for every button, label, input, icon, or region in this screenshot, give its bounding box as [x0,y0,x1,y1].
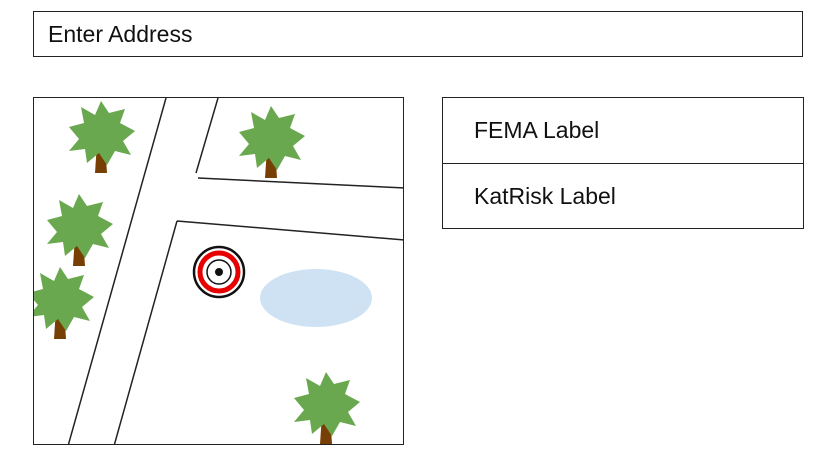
road-edge-upper [195,98,219,174]
tree-icon [239,106,305,178]
tree-icon [69,101,135,173]
tree-icon [34,267,94,339]
labels-panel: FEMA Label KatRisk Label [442,97,804,229]
address-input[interactable] [48,20,802,48]
tree-icon [294,372,360,444]
tree-icon [47,194,113,266]
location-pin-icon[interactable] [192,245,246,299]
road-edge-right [113,220,178,444]
pond-icon [260,269,372,327]
map-canvas [34,98,403,444]
map-view[interactable] [33,97,404,445]
fema-label-row: FEMA Label [443,98,803,163]
road-edge-left [67,98,167,444]
roads [67,98,403,444]
fema-label: FEMA Label [474,117,600,143]
road-edge-cross-top [197,177,403,189]
road-edge-cross-bottom [176,220,403,241]
address-search-bar[interactable] [33,11,803,57]
katrisk-label-row: KatRisk Label [443,163,803,228]
katrisk-label: KatRisk Label [474,182,616,209]
